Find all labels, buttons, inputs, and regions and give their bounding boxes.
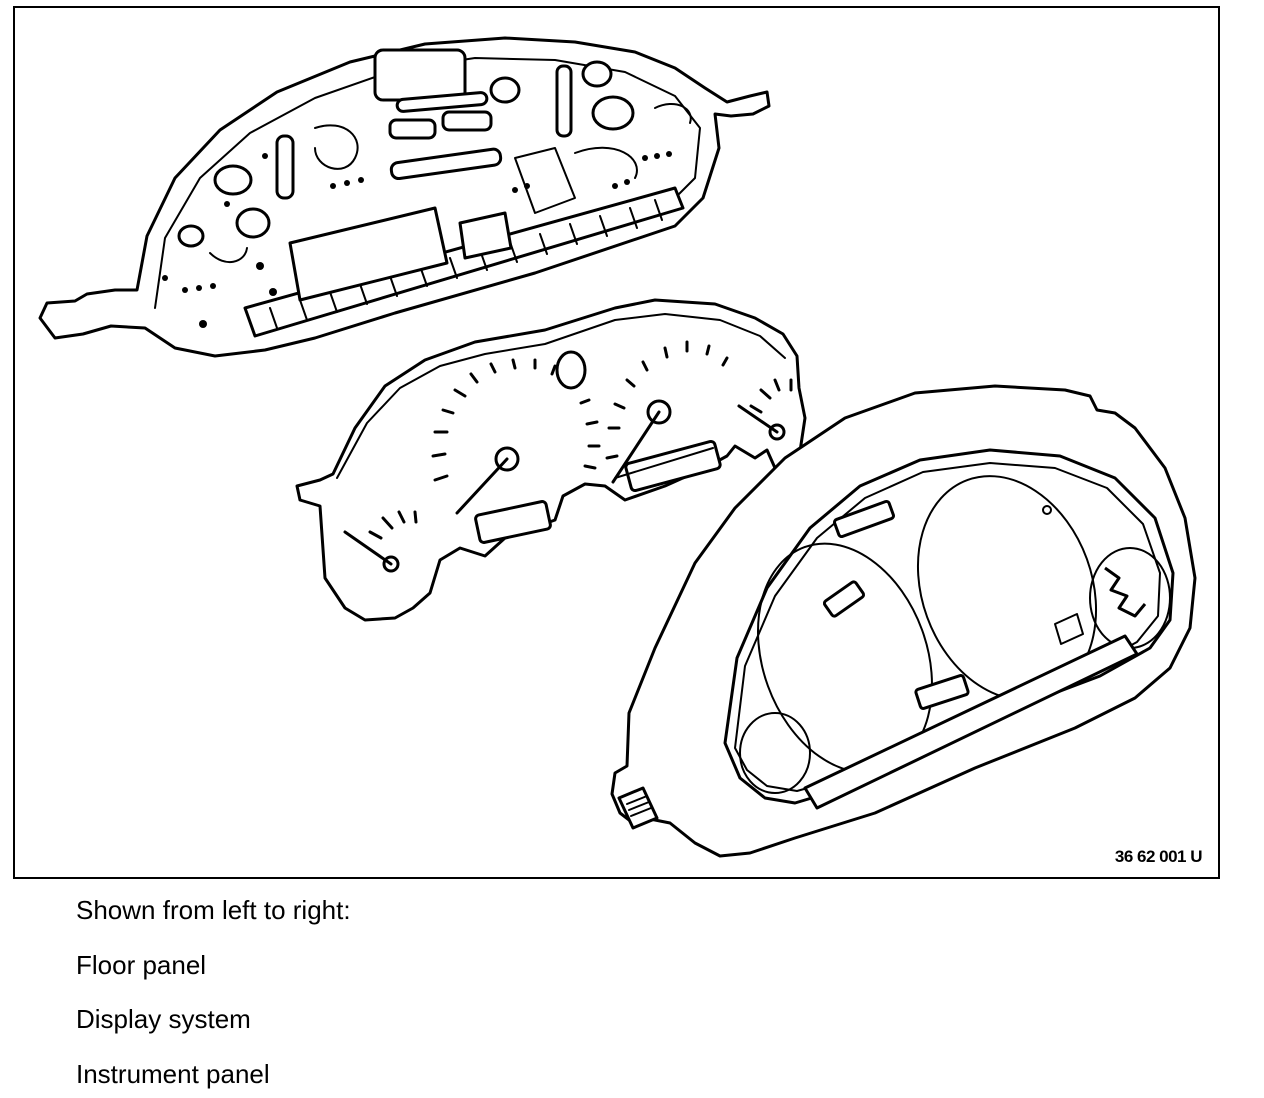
display-system-drawing (295, 298, 807, 622)
tachometer-ticks (605, 340, 729, 460)
board-components (162, 151, 672, 328)
connector-pins (269, 199, 663, 329)
figure-frame: 36 62 001 U (13, 6, 1220, 879)
instrument-panel-drawing (610, 384, 1197, 858)
small-gauge-ticks (368, 378, 793, 540)
figure-code: 36 62 001 U (1114, 847, 1203, 866)
caption-intro: Shown from left to right: (76, 895, 351, 925)
caption-item-instrument-panel: Instrument panel (76, 1059, 270, 1089)
caption-item-floor-panel: Floor panel (76, 950, 207, 980)
instrument-cluster-exploded-drawing (38, 36, 1197, 858)
caption-item-display-system: Display system (76, 1004, 251, 1034)
housing-connector (617, 786, 659, 830)
floor-panel-drawing (38, 36, 771, 358)
